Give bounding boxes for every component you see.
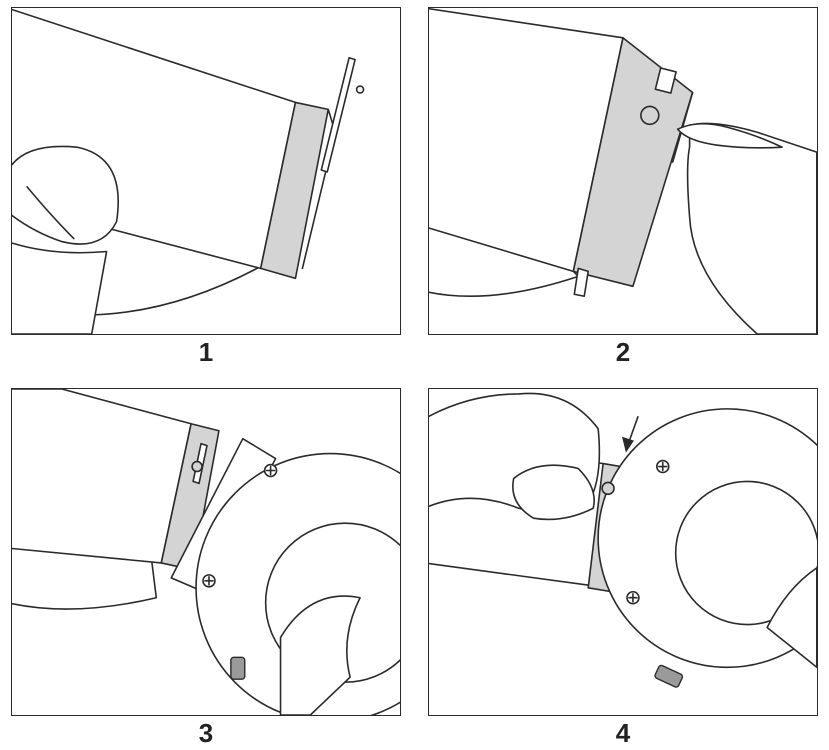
finger-shape bbox=[279, 595, 361, 715]
lug-screw-top-slot bbox=[657, 461, 668, 472]
step-1-number: 1 bbox=[198, 337, 214, 367]
watch-strap bbox=[12, 389, 192, 564]
spring-bar-knob bbox=[191, 460, 203, 473]
spring-bar bbox=[320, 56, 356, 173]
step-4-illustration bbox=[429, 392, 817, 688]
spring-bar-bottom bbox=[573, 267, 590, 298]
step-2-panel bbox=[428, 7, 818, 335]
crown bbox=[230, 656, 246, 680]
lug-screw-bottom-slot bbox=[628, 592, 638, 603]
fingernail-shape bbox=[676, 122, 783, 149]
thumbnail-line bbox=[26, 186, 75, 240]
spring-bar-tip bbox=[355, 85, 365, 94]
lug-screw-top-slot bbox=[265, 465, 276, 476]
step-3-illustration bbox=[12, 389, 400, 715]
finger-shape bbox=[12, 242, 108, 334]
strap-end-metal bbox=[259, 101, 330, 280]
step-3-panel bbox=[11, 388, 401, 716]
spring-bar-knob bbox=[601, 481, 615, 496]
step-1-illustration bbox=[12, 8, 365, 334]
finger-shape bbox=[766, 567, 817, 669]
spring-bar-knob bbox=[640, 105, 660, 126]
spring-bar-top bbox=[654, 67, 677, 94]
crown bbox=[654, 664, 684, 688]
finger-shape bbox=[686, 122, 817, 334]
watch-face bbox=[674, 480, 817, 626]
step-4-number: 4 bbox=[615, 718, 631, 748]
thumbnail-shape bbox=[512, 464, 595, 521]
lug-screw-bottom-slot bbox=[204, 576, 214, 586]
step-3-number: 3 bbox=[198, 718, 214, 748]
step-1-panel bbox=[11, 7, 401, 335]
thumb-shape bbox=[12, 145, 119, 245]
step-2-number: 2 bbox=[615, 337, 631, 367]
step-2-illustration bbox=[429, 8, 817, 334]
step-4-panel bbox=[428, 388, 818, 716]
